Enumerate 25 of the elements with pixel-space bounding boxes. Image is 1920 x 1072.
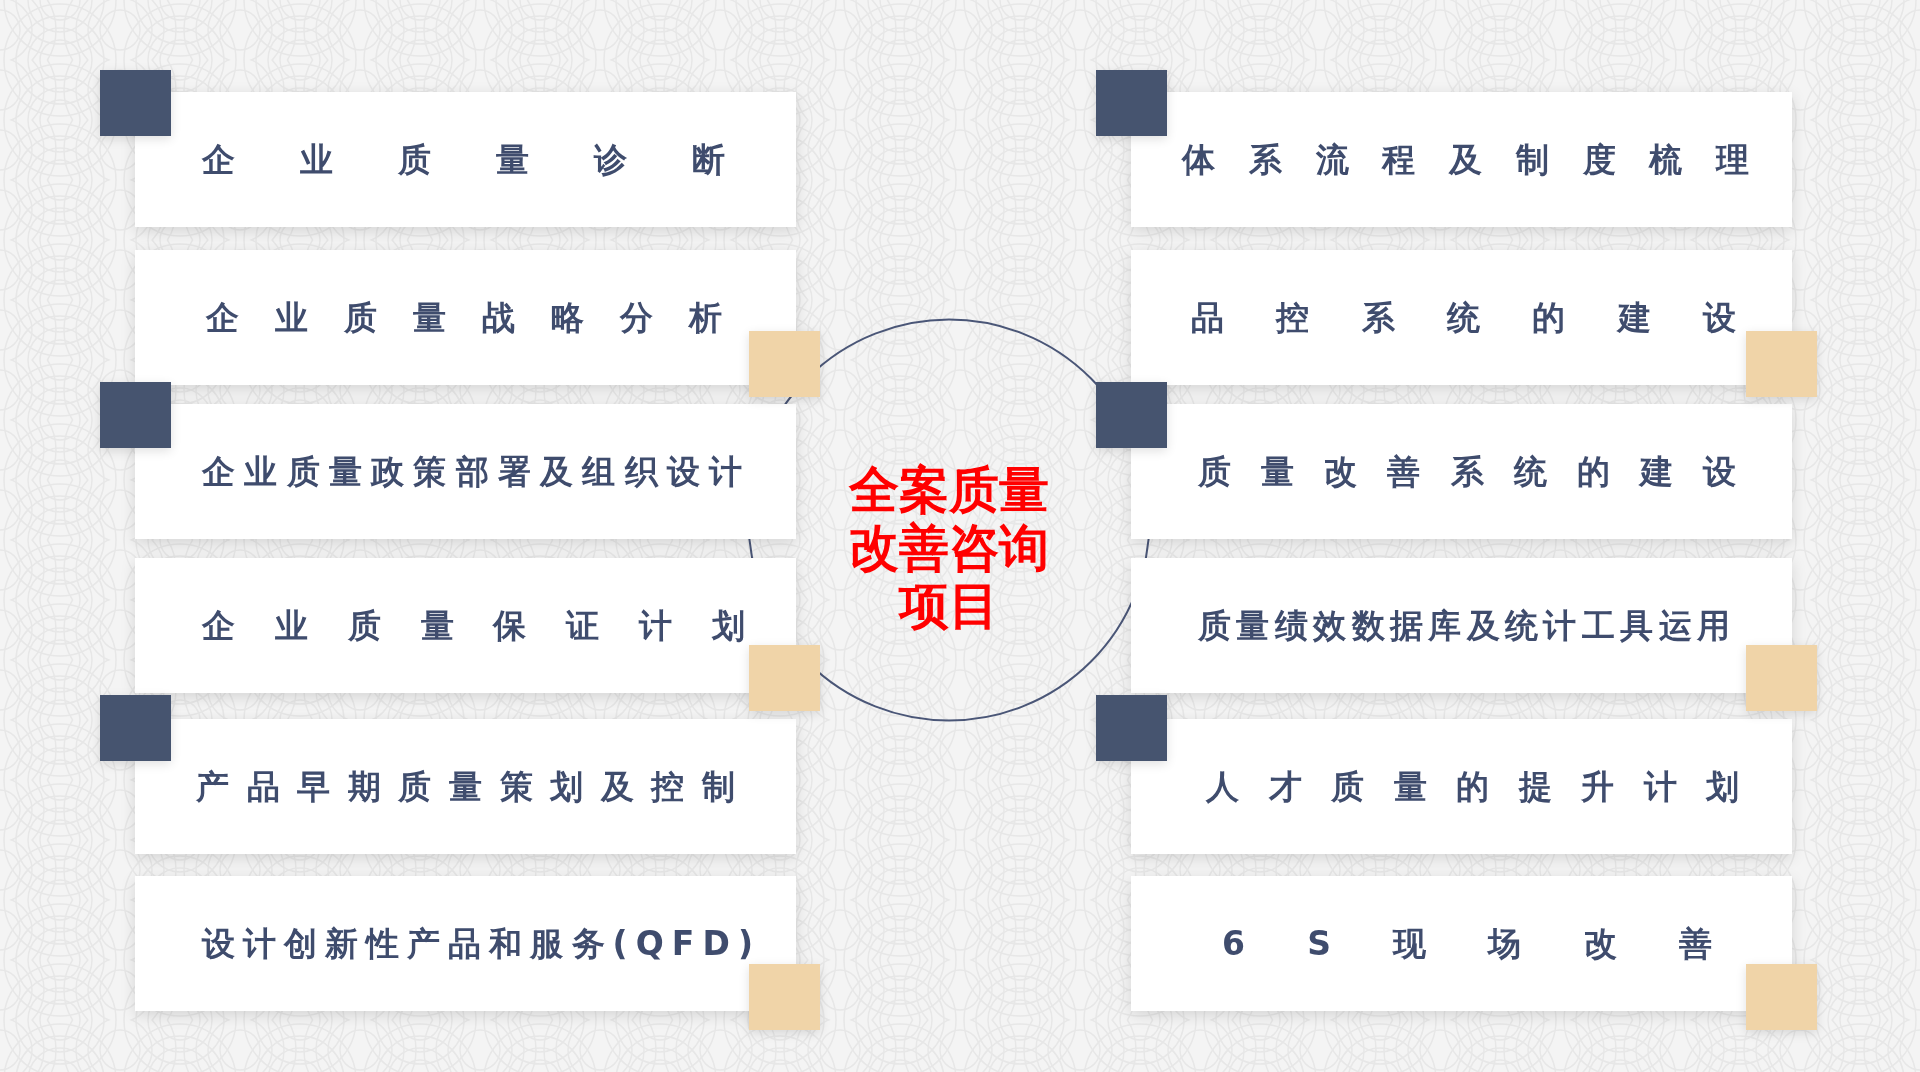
topic-text: 品控系统的建设 bbox=[1191, 297, 1736, 338]
topic-text: 质量改善系统的建设 bbox=[1198, 451, 1736, 492]
topic-card bbox=[135, 558, 796, 693]
topic-card bbox=[1131, 250, 1792, 385]
topic-card bbox=[1131, 558, 1792, 693]
topic-text: 企业质量保证计划 bbox=[202, 605, 745, 646]
topic-card bbox=[135, 250, 796, 385]
topic-card bbox=[135, 404, 796, 539]
topic-text: 设计创新性产品和服务(QFD) bbox=[202, 923, 753, 964]
topic-card bbox=[135, 719, 796, 854]
topic-text: 6S现场改善 bbox=[1222, 923, 1712, 964]
topic-text: 企业质量战略分析 bbox=[206, 297, 722, 338]
topic-card bbox=[135, 876, 796, 1011]
topic-text: 人才质量的提升计划 bbox=[1206, 766, 1739, 807]
topic-text: 产品早期质量策划及控制 bbox=[196, 766, 735, 807]
topic-text: 企业质量诊断 bbox=[202, 139, 725, 180]
topic-card bbox=[1131, 92, 1792, 227]
topic-card bbox=[1131, 876, 1792, 1011]
topic-card bbox=[1131, 719, 1792, 854]
hub-title: 全案质量改善咨询项目 bbox=[847, 461, 1050, 635]
topic-text: 企业质量政策部署及组织设计 bbox=[202, 451, 742, 492]
topic-card bbox=[135, 92, 796, 227]
topic-card bbox=[1131, 404, 1792, 539]
topic-text: 质量绩效数据库及统计工具运用 bbox=[1198, 605, 1730, 646]
topic-text: 体系流程及制度梳理 bbox=[1182, 139, 1749, 180]
